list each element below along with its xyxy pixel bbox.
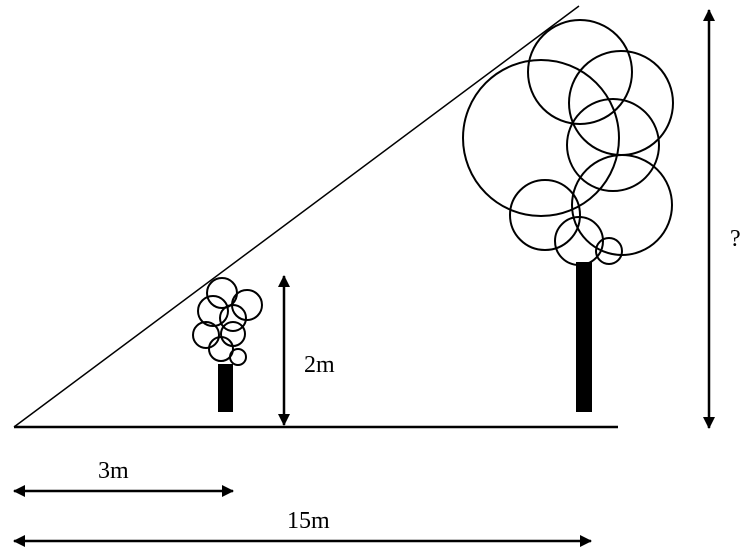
big-tree (462, 19, 674, 412)
big-tree-trunk (576, 262, 592, 412)
short-distance-label: 3m (98, 458, 129, 484)
small-tree-trunk (218, 364, 233, 412)
small-tree-crown (192, 277, 263, 366)
small-tree (192, 277, 263, 412)
sight-line (13, 5, 580, 428)
long-distance-label: 15m (287, 508, 330, 534)
small-tree-height-label: 2m (304, 352, 335, 378)
big-tree-height-label: ? (730, 226, 740, 252)
big-tree-crown (462, 19, 674, 266)
